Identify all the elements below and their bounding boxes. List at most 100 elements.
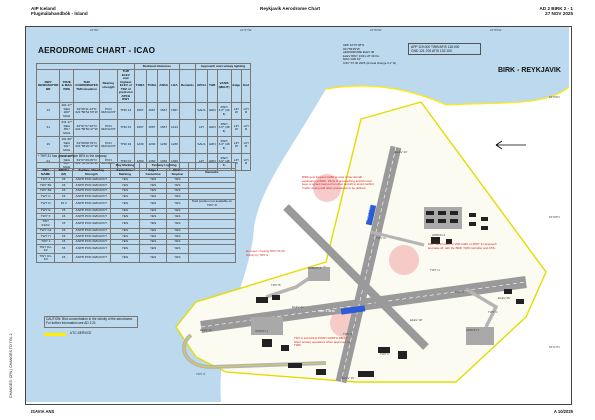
footer-left: ISAVIA ANS	[31, 409, 55, 414]
runway-col-header: THR	[206, 68, 218, 103]
table-cell: 15	[54, 244, 73, 254]
taxiway-col-header: Surface / Bearing Strength	[71, 167, 111, 178]
table-cell	[187, 244, 237, 254]
table-cell: THR 13	[116, 102, 135, 120]
coords-info: ARP 64°07'48"N 021°56'25"W AERODROME ELE…	[343, 43, 405, 65]
table-cell: PAPI 3.0° (48 ft)	[216, 119, 232, 137]
table-cell	[178, 119, 196, 137]
label-elev-2: ELEV 25'	[498, 296, 511, 300]
grid-side-3: 64°07'N	[549, 345, 560, 349]
callout-rwy31: RWY 31/13 used for VFR traffic on RWY 31…	[428, 242, 497, 250]
caution-note: CAUTION: Bird concentration in the vicin…	[44, 316, 138, 328]
table-cell: LIH W	[230, 102, 243, 120]
taxiway-col-header: RGL / Stopbar	[165, 167, 189, 178]
table-cell: LIH W	[230, 136, 243, 154]
label-rwy-13-31: 1567 x 45 M	[318, 309, 335, 313]
table-cell: YES	[139, 198, 167, 209]
table-cell: 1567	[169, 102, 180, 120]
header-center-title: Reykjavík Aerodrome Chart	[260, 6, 321, 11]
runway-col-header: THR COORDINATES THR elevation	[73, 68, 100, 103]
label-apron-1: APRON 1	[255, 329, 269, 333]
header-right: AD 2 BIRK 2 - 1 27 NOV 2025	[540, 6, 573, 17]
table-cell: 1567	[157, 102, 171, 120]
table-cell: ASPH PCN 34/F/A/X/T	[71, 198, 111, 209]
table-cell: 15 2	[54, 198, 73, 209]
table-cell: 1567	[133, 119, 147, 137]
hotspot-2	[389, 245, 419, 275]
table-cell: YES	[165, 244, 189, 254]
label-twy-f: TWY F	[380, 352, 390, 356]
table-cell	[187, 253, 237, 263]
twy-note: * THR 31 has paved surface 85% to the st…	[38, 154, 107, 158]
runway-col-header: APCH	[194, 68, 208, 103]
runway-col-header: Bearing strength	[98, 68, 118, 103]
table-cell: 64°07'27.32"N 021°55'50.47"W	[73, 119, 100, 137]
table-cell: ASPH PCN 34/F/A/X/T	[71, 218, 111, 229]
table-cell: 15	[54, 253, 73, 263]
runway-col-header: TRUE & MAG BRG	[59, 68, 75, 103]
table-cell: LIH R	[241, 102, 251, 120]
table-cell: LIH R	[241, 136, 251, 154]
table-cell: LIH R	[241, 153, 251, 171]
coords-line: 021°56'25"W	[343, 46, 360, 51]
table-cell: 1230	[145, 136, 159, 154]
label-apron-3: APRON 3	[466, 328, 480, 332]
header-subtitle: Flugmálahandbók - Ísland	[31, 11, 88, 17]
label-twy-b: TWY B	[271, 283, 281, 287]
grid-top-2: 21°57'W	[240, 28, 252, 32]
callout-traffic: BIRK gets frequent traffic at area of lo…	[302, 175, 375, 190]
table-cell: 31	[35, 119, 61, 137]
label-twy-c: TWY C	[488, 310, 498, 314]
table-cell: 1567	[145, 119, 159, 137]
table-cell: GRN	[206, 136, 218, 154]
runway-col-header: LDA	[169, 68, 180, 103]
runway-col-header: VASIS (MEHT)	[216, 68, 232, 103]
coords-line: ARP 64°07'48"N	[343, 43, 365, 47]
label-elev-3: ELEV 16'	[395, 150, 408, 154]
header-left: AIP Iceland Flugmálahandbók - Ísland	[31, 6, 88, 17]
legend-swatch	[44, 333, 66, 336]
label-elev-5: ELEV 21'	[292, 305, 305, 309]
runway-col-header: ASDA	[157, 68, 171, 103]
table-cell: PAPI 3.0° (48 ft)	[216, 136, 232, 154]
table-cell: TWY K1-K2	[35, 244, 56, 254]
coords-line: ELEV RWY 13/31 HT 30.0m	[343, 53, 380, 58]
runway-col-header: TORA	[133, 68, 147, 103]
taxiway-col-header: TWY NAME	[35, 167, 56, 178]
hotspot-1	[313, 174, 341, 202]
table-cell: 1230	[133, 136, 147, 154]
runway-label-box-2	[365, 204, 377, 226]
label-apron-4: APRON 4	[432, 233, 446, 237]
table-cell: 1230	[157, 136, 171, 154]
apron-4	[424, 207, 462, 229]
label-twy-j: TWY J	[455, 290, 464, 294]
table-cell: 64°08'08.79"N 021°56'20.37"W	[73, 136, 100, 154]
table-cell: Hold position not available on TWY D	[187, 198, 237, 209]
coords-line: AERODROME ELEV 48	[343, 50, 375, 54]
label-twy-d: TWY D	[376, 236, 386, 240]
runway-col-header: Edge	[230, 68, 243, 103]
freq-label: GND	[411, 49, 419, 54]
table-cell: THR 31	[116, 119, 135, 137]
label-twy-e: TWY E	[343, 332, 353, 336]
runway-01-19-centerline	[340, 146, 397, 383]
freq-value: 119.000	[418, 45, 431, 49]
table-cell: 15	[54, 218, 73, 229]
table-cell: YES	[139, 253, 167, 263]
header-date: 27 NOV 2025	[545, 11, 573, 17]
header-org: AIP Iceland	[31, 6, 56, 11]
table-cell	[178, 102, 196, 120]
footer-right: A 10/2025	[553, 409, 573, 414]
table-cell: 1567	[145, 102, 159, 120]
legend-label: UTC-SERVICE	[70, 331, 92, 335]
taxi-line-main	[183, 334, 327, 368]
